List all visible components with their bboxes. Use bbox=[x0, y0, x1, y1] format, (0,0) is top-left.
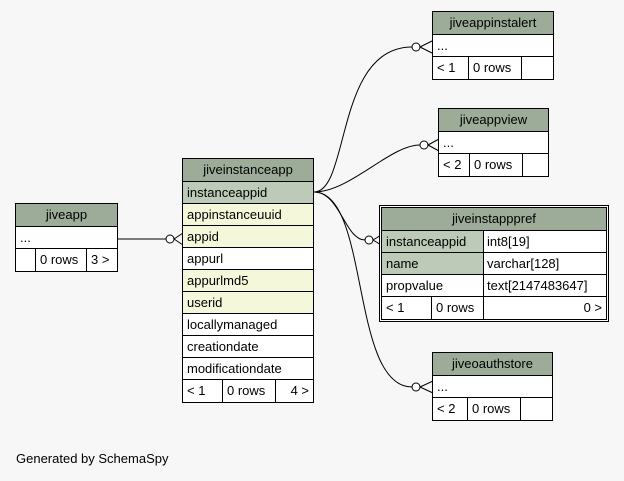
column-row: propvalue text[2147483647] bbox=[382, 275, 606, 297]
column-row: appurl bbox=[183, 248, 313, 270]
edge-crowfoot bbox=[427, 138, 440, 152]
children-count: 4 > bbox=[290, 383, 309, 398]
column-type: text[2147483647] bbox=[487, 278, 588, 293]
column-type: varchar[128] bbox=[487, 256, 560, 271]
table-stats-row: < 2 0 rows bbox=[433, 398, 552, 420]
table-jiveappinstalert[interactable]: jiveappinstalert ... < 1 0 rows bbox=[432, 11, 554, 80]
children-count: 3 > bbox=[91, 252, 110, 267]
parents-count bbox=[16, 249, 36, 271]
edge-optional-marker bbox=[364, 235, 374, 245]
edge-jiveinstanceapp-jiveappinstalert bbox=[313, 46, 413, 193]
row-count: 0 rows bbox=[36, 249, 87, 271]
table-ellipsis-row: ... bbox=[439, 132, 548, 154]
row-count: 0 rows bbox=[469, 57, 522, 79]
children-count bbox=[523, 154, 531, 176]
table-stats-row: < 2 0 rows bbox=[439, 154, 548, 176]
table-ellipsis-row: ... bbox=[433, 35, 553, 57]
edge-optional-marker bbox=[411, 42, 421, 52]
column-name: name bbox=[382, 253, 484, 274]
column-row: name varchar[128] bbox=[382, 253, 606, 275]
column-row: appurlmd5 bbox=[183, 270, 313, 292]
table-jiveappview[interactable]: jiveappview ... < 2 0 rows bbox=[438, 108, 549, 177]
parents-count: < 2 bbox=[439, 154, 470, 176]
edge-optional-marker bbox=[419, 140, 429, 150]
table-jiveinstanceapp[interactable]: jiveinstanceapp instanceappid appinstanc… bbox=[182, 158, 314, 403]
column-row: modificationdate bbox=[183, 358, 313, 380]
edge-optional-marker bbox=[165, 234, 175, 244]
table-stats-row: 0 rows 3 > bbox=[16, 249, 117, 271]
column-row: locallymanaged bbox=[183, 314, 313, 336]
edge-optional-marker bbox=[411, 382, 421, 392]
row-count: 0 rows bbox=[432, 297, 484, 319]
table-jiveinstapppref[interactable]: jiveinstapppref instanceappid int8[19] n… bbox=[379, 205, 609, 322]
edge-crowfoot bbox=[419, 40, 433, 54]
row-count: 0 rows bbox=[223, 380, 276, 402]
parents-count: < 1 bbox=[183, 380, 223, 402]
table-stats-row: < 1 0 rows bbox=[433, 57, 553, 79]
column-row: creationdate bbox=[183, 336, 313, 358]
edge-jiveinstanceapp-jiveoauthstore bbox=[313, 191, 413, 388]
table-ellipsis-row: ... bbox=[16, 227, 117, 249]
parents-count: < 2 bbox=[433, 398, 468, 420]
row-count: 0 rows bbox=[470, 154, 523, 176]
edge-jiveinstanceapp-jiveinstapppref bbox=[313, 191, 366, 241]
row-count: 0 rows bbox=[468, 398, 521, 420]
edge-jiveinstanceapp-jiveappview bbox=[313, 144, 421, 193]
table-ellipsis-row: ... bbox=[433, 376, 552, 398]
parents-count: < 1 bbox=[382, 297, 432, 319]
generator-credit: Generated by SchemaSpy bbox=[16, 451, 169, 466]
table-title[interactable]: jiveoauthstore bbox=[433, 353, 552, 376]
table-title[interactable]: jiveinstapppref bbox=[382, 208, 606, 231]
column-name: instanceappid bbox=[382, 231, 484, 252]
column-row: instanceappid bbox=[183, 182, 313, 204]
children-count: 0 > bbox=[583, 300, 602, 315]
edge-crowfoot bbox=[173, 232, 184, 246]
children-count bbox=[521, 398, 529, 420]
table-stats-row: < 1 0 rows 0 > bbox=[382, 297, 606, 319]
column-row: userid bbox=[183, 292, 313, 314]
column-row: appid bbox=[183, 226, 313, 248]
edge-crowfoot bbox=[419, 380, 434, 394]
column-type: int8[19] bbox=[487, 234, 530, 249]
children-count bbox=[522, 57, 530, 79]
table-title[interactable]: jiveinstanceapp bbox=[183, 159, 313, 182]
column-name: propvalue bbox=[382, 275, 484, 296]
table-jiveoauthstore[interactable]: jiveoauthstore ... < 2 0 rows bbox=[432, 352, 553, 421]
table-title[interactable]: jiveappinstalert bbox=[433, 12, 553, 35]
table-stats-row: < 1 0 rows 4 > bbox=[183, 380, 313, 402]
column-row: instanceappid int8[19] bbox=[382, 231, 606, 253]
table-title[interactable]: jiveapp bbox=[16, 204, 117, 227]
table-title[interactable]: jiveappview bbox=[439, 109, 548, 132]
table-jiveapp[interactable]: jiveapp ... 0 rows 3 > bbox=[15, 203, 118, 272]
parents-count: < 1 bbox=[433, 57, 469, 79]
column-row: appinstanceuuid bbox=[183, 204, 313, 226]
